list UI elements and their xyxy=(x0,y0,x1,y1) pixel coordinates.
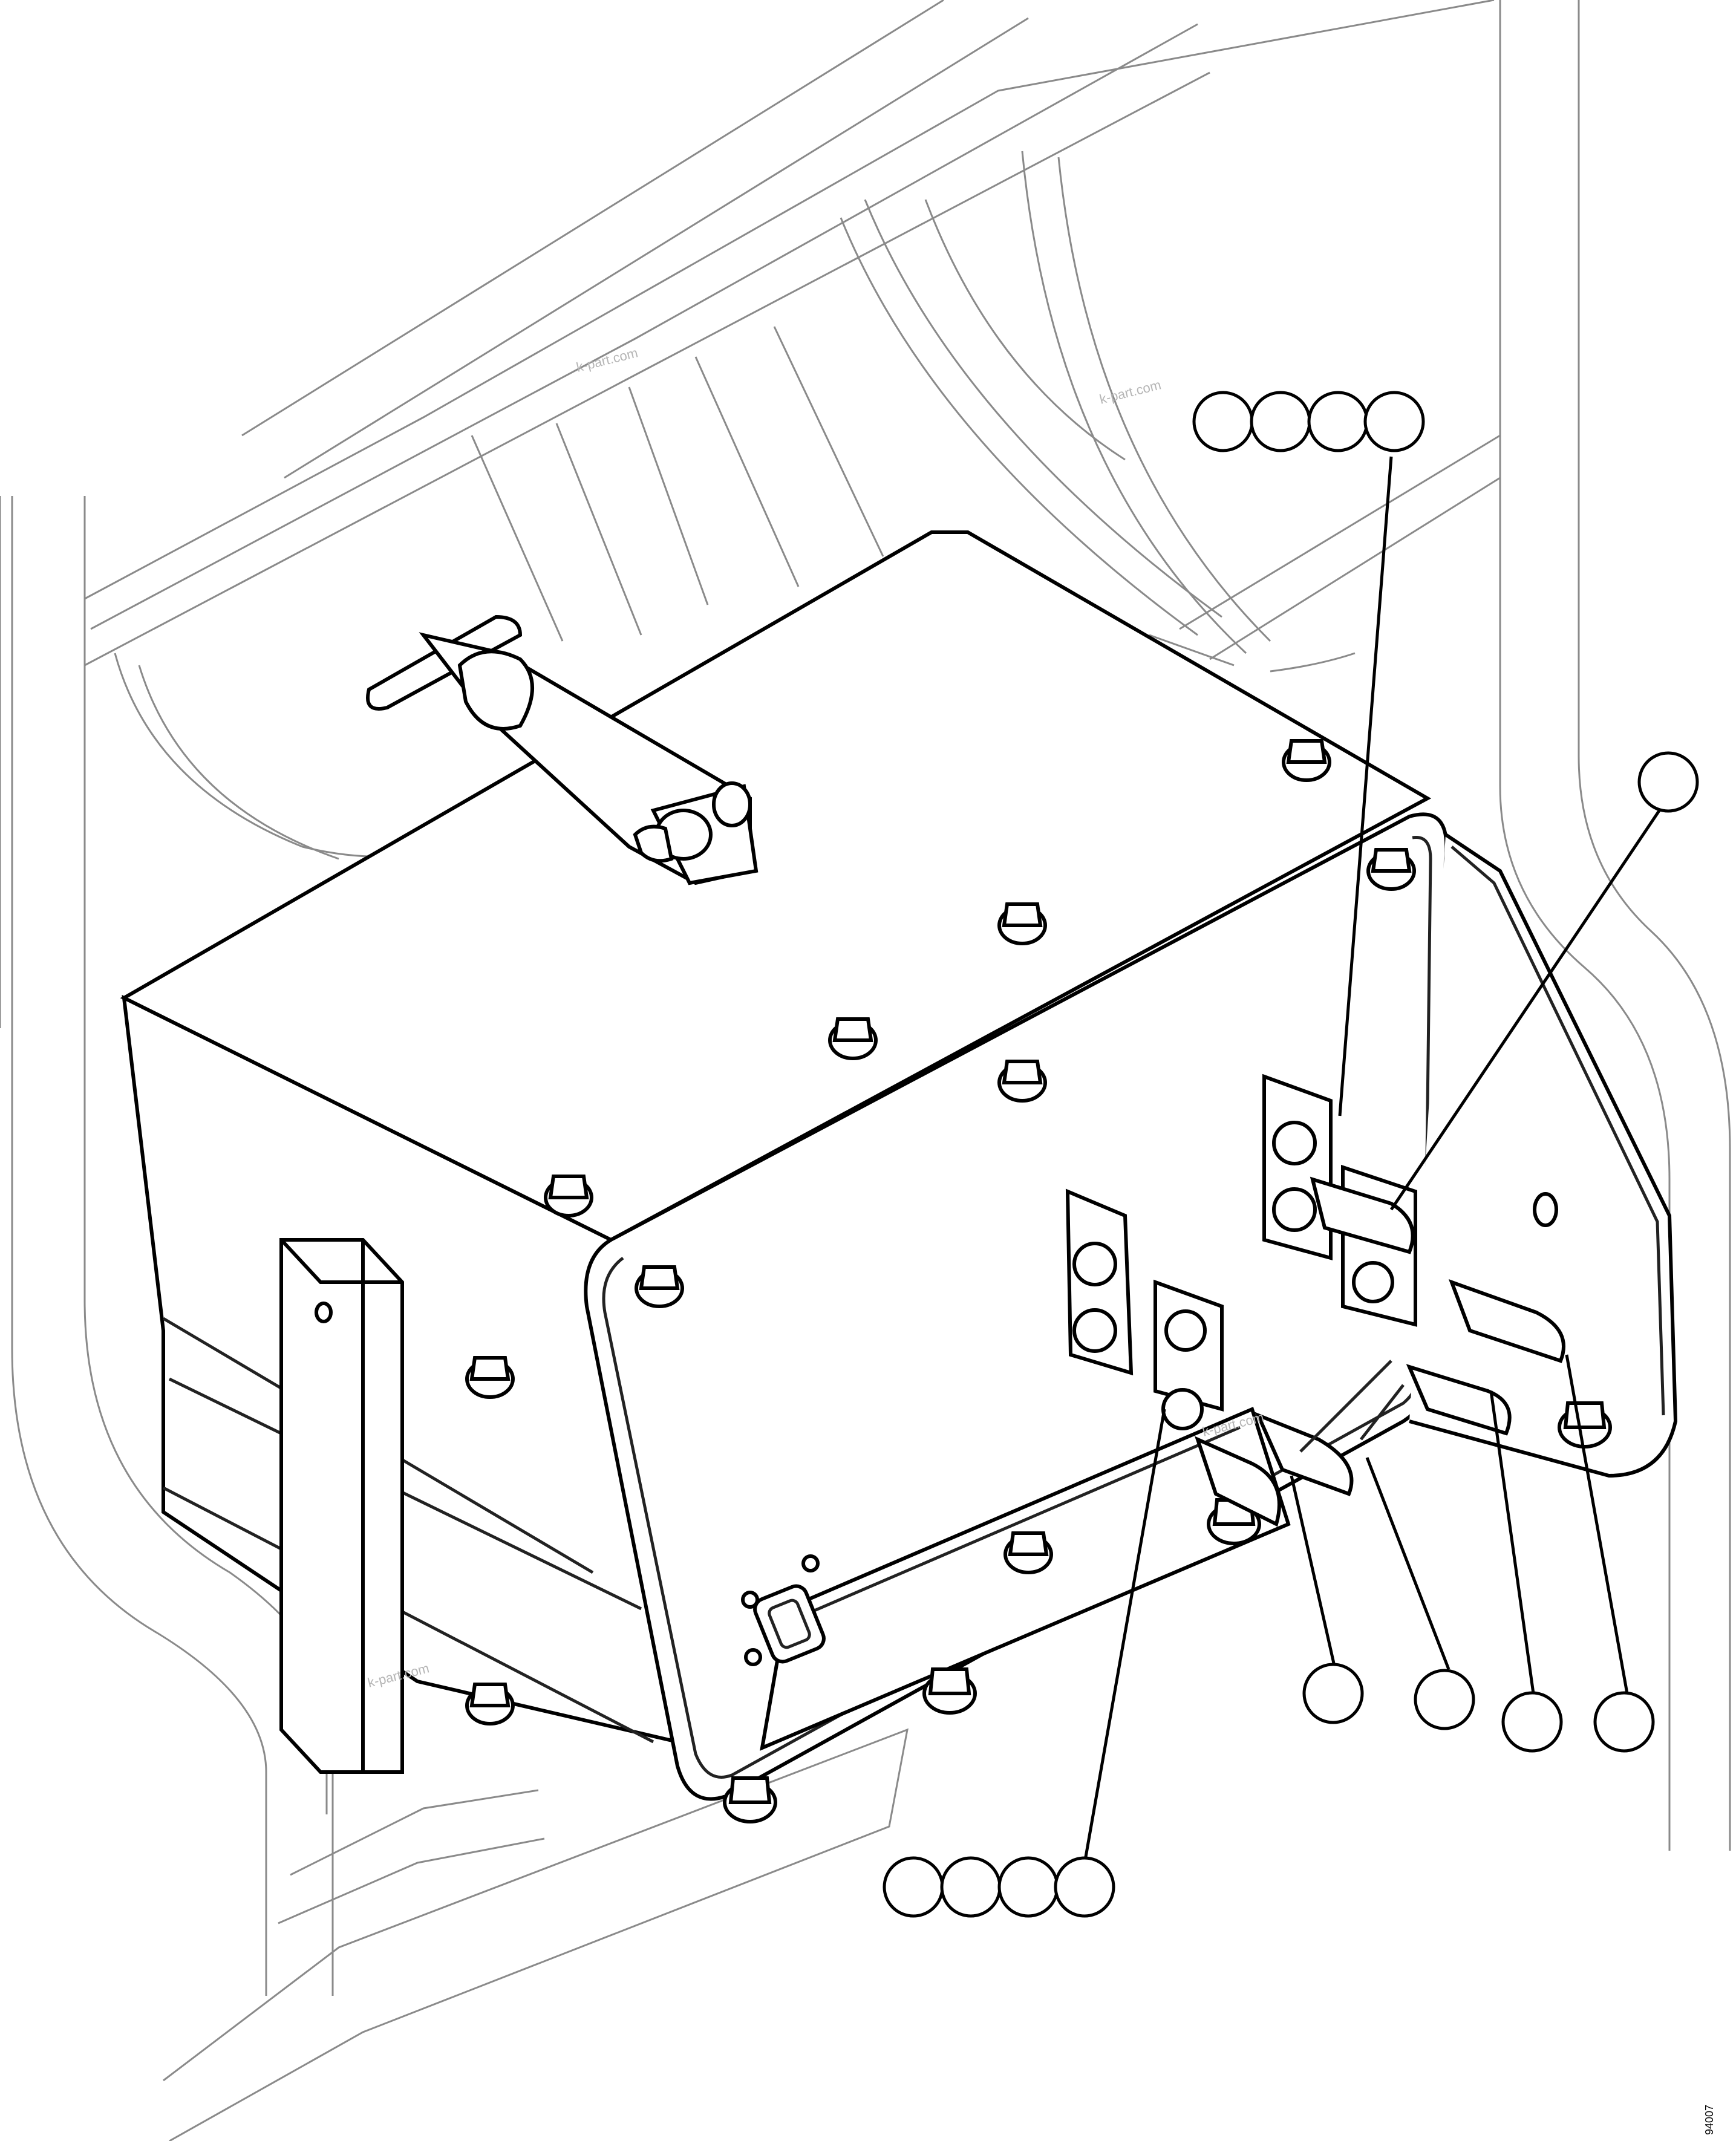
bolt-icon xyxy=(1003,1531,1053,1574)
bolt-icon xyxy=(922,1667,977,1715)
callout-bubble xyxy=(883,1856,944,1918)
callout-bubble xyxy=(1363,391,1425,452)
bolt-icon xyxy=(544,1175,593,1217)
bolt-icon xyxy=(1282,739,1331,782)
top-latch-assembly xyxy=(366,614,759,885)
bolt-icon xyxy=(828,1017,878,1060)
callout-bubble xyxy=(1414,1669,1475,1730)
bolt-icon xyxy=(465,1683,515,1726)
callout-group-bottom xyxy=(883,1856,1115,1918)
callout-group-bottom-right xyxy=(1302,1663,1655,1753)
bolt-icon xyxy=(1366,848,1416,891)
callout-bubble xyxy=(1307,391,1369,452)
callout-bubble xyxy=(1192,391,1254,452)
callout-bubble xyxy=(1250,391,1311,452)
bolt-icon xyxy=(635,1265,684,1308)
callout-group-top xyxy=(1192,391,1425,452)
bolt-icon xyxy=(1558,1401,1612,1449)
callout-bubble xyxy=(1302,1663,1364,1724)
bolt-icon xyxy=(723,1776,777,1823)
electrical-connector xyxy=(741,1554,826,1666)
bolt-icon xyxy=(997,902,1047,945)
callout-group-right xyxy=(1637,751,1699,813)
watermark-top-left: k-part.com xyxy=(575,345,639,374)
callout-bubble xyxy=(1501,1691,1563,1753)
callout-bubble xyxy=(940,1856,1002,1918)
bolt-icon xyxy=(465,1356,515,1399)
callout-bubble xyxy=(1593,1691,1655,1753)
terminal-blocks xyxy=(1065,1074,1565,1527)
callout-bubble xyxy=(1637,751,1699,813)
battery-box xyxy=(120,530,1678,1801)
hold-down-strap xyxy=(279,1238,404,1774)
callout-bubble xyxy=(1054,1856,1115,1918)
bolt-icon xyxy=(997,1060,1047,1103)
leader-lines xyxy=(1084,456,1665,1857)
callout-bubble xyxy=(997,1856,1059,1918)
document-number: 94007 xyxy=(1703,2105,1715,2135)
